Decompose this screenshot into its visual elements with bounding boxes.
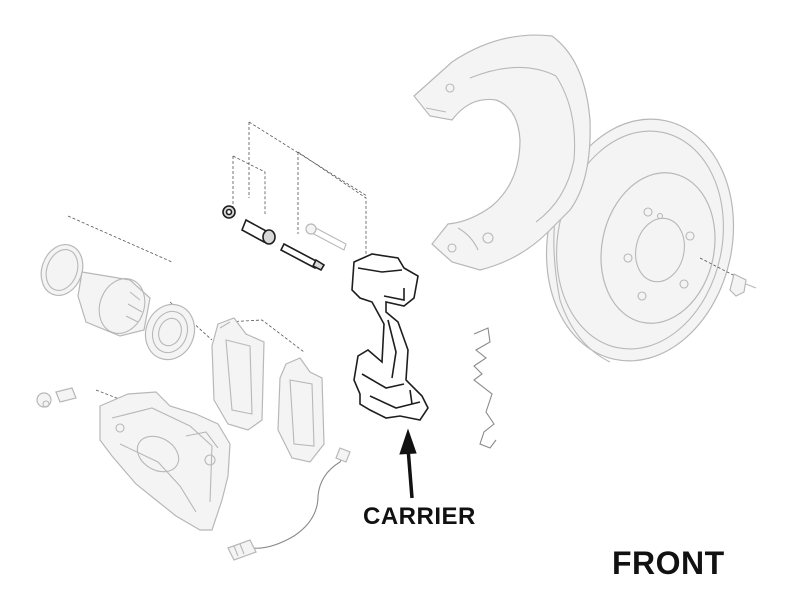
brake-disc xyxy=(545,118,735,363)
brake-pad-inner xyxy=(211,317,265,431)
guide-bolts xyxy=(222,205,347,272)
carrier-arrow xyxy=(399,428,417,499)
pad-spring xyxy=(473,327,497,449)
front-label: FRONT xyxy=(612,545,725,581)
disc-screw xyxy=(699,257,757,297)
wear-sensor xyxy=(227,447,351,561)
caliper-carrier xyxy=(351,253,429,421)
caliper-body xyxy=(99,391,231,531)
piston xyxy=(77,271,151,337)
splash-shield xyxy=(413,34,591,271)
dust-seal xyxy=(144,303,196,361)
carrier-label: CARRIER xyxy=(363,503,476,530)
bleed-screw xyxy=(36,387,77,408)
brake-pad-outer xyxy=(277,357,325,463)
